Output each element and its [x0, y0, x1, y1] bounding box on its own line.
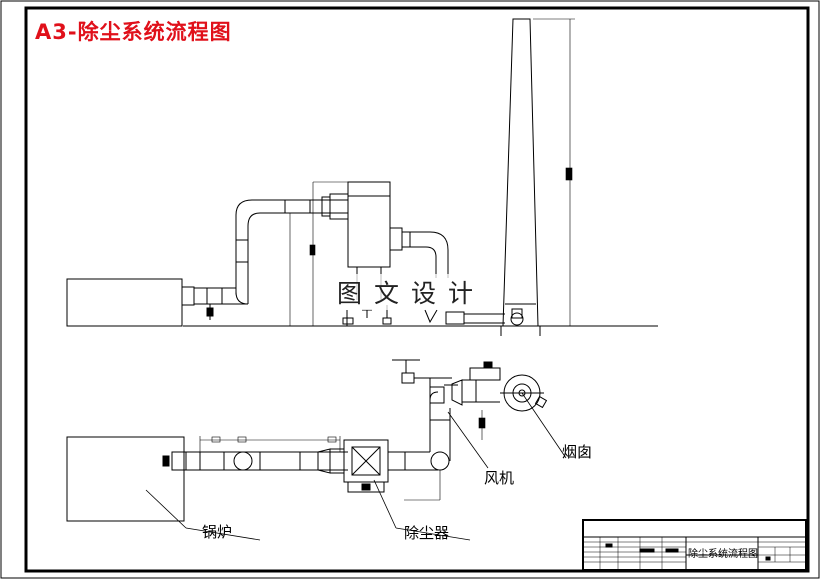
fan-plan [451, 379, 463, 406]
fan-label: 风机 [484, 469, 515, 487]
boiler-outlet [181, 286, 195, 306]
boiler-plan [66, 436, 185, 522]
plan-view [66, 359, 567, 541]
chimney-elevation [502, 18, 539, 327]
title-block [582, 519, 807, 571]
fan-elevation [445, 311, 465, 325]
chimney-label: 烟囱 [562, 443, 593, 461]
elevation-view [66, 18, 658, 336]
boiler-elevation [66, 278, 183, 327]
inner-frame [24, 6, 810, 573]
boiler-label: 锅炉 [202, 523, 233, 541]
title-block-drawing-name: 除尘系统流程图 [688, 549, 758, 560]
dust-collector-elevation [347, 181, 391, 268]
watermark-text: 图文设计 [337, 274, 486, 310]
dust-collector-label: 除尘器 [404, 524, 450, 542]
drawing-title: A3-除尘系统流程图 [35, 20, 232, 44]
